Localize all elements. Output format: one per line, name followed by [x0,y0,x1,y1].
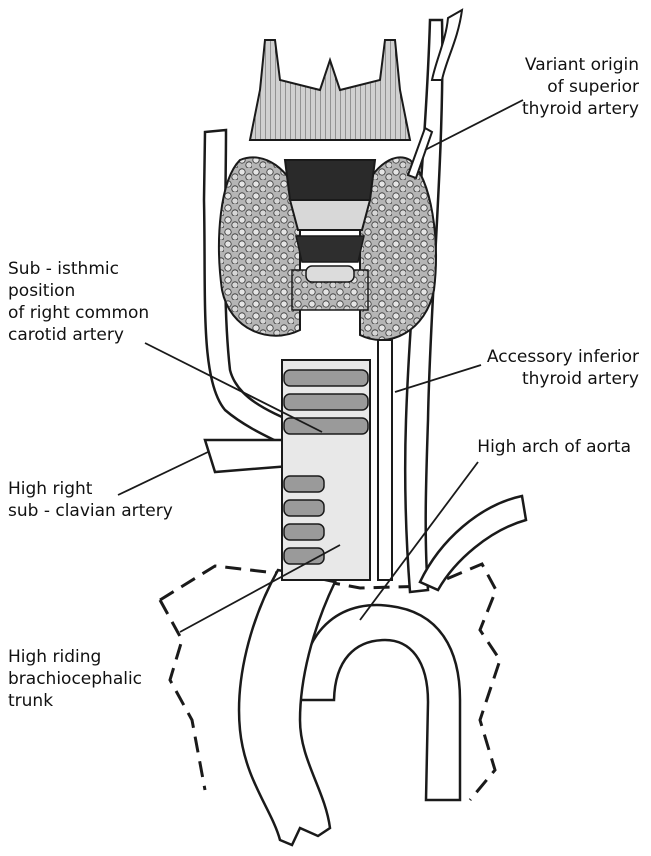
label-brachiocephalic-line-3: trunk [8,690,142,712]
label-high-right-subclavian-line-1: High right [8,478,173,500]
label-superior-thyroid-line-2: of superior [522,76,639,98]
label-accessory-inferior-line-1: Accessory inferior [487,346,639,368]
label-high-right-subclavian-line-2: sub - clavian artery [8,500,173,522]
left-subclavian-artery [420,496,526,590]
label-brachiocephalic-line-1: High riding [8,646,142,668]
label-subisthmic-line-4: carotid artery [8,324,149,346]
label-superior-thyroid: Variant origin of superior thyroid arter… [522,54,639,120]
label-high-arch-line-1: High arch of aorta [477,436,631,458]
label-superior-thyroid-line-3: thyroid artery [522,98,639,120]
label-accessory-inferior-line-2: thyroid artery [487,368,639,390]
label-high-arch: High arch of aorta [477,436,631,458]
label-subisthmic-line-2: position [8,280,149,302]
accessory-inferior-thyroid-artery [378,340,392,580]
aortic-arch [300,605,460,800]
trachea [282,360,370,580]
brachiocephalic-trunk [239,570,335,845]
label-accessory-inferior: Accessory inferior thyroid artery [487,346,639,390]
label-superior-thyroid-line-1: Variant origin [522,54,639,76]
label-subisthmic-line-1: Sub - isthmic [8,258,149,280]
label-brachiocephalic: High riding brachiocephalic trunk [8,646,142,712]
label-high-right-subclavian: High right sub - clavian artery [8,478,173,522]
label-subisthmic-line-3: of right common [8,302,149,324]
label-brachiocephalic-line-2: brachiocephalic [8,668,142,690]
label-subisthmic: Sub - isthmic position of right common c… [8,258,149,346]
